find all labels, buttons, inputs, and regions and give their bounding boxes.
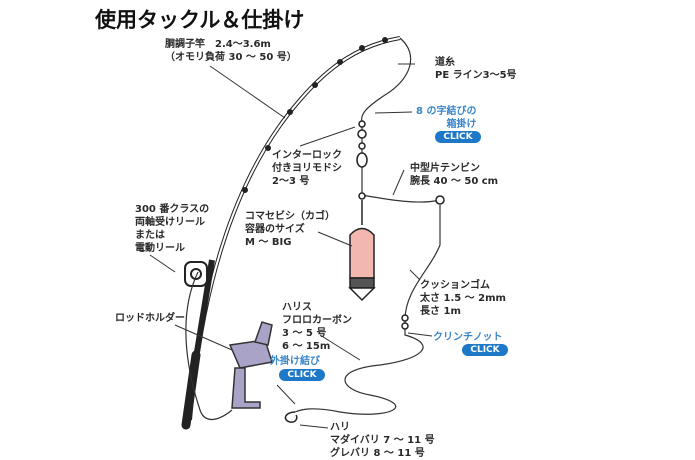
basket-label-line: コマセビシ（カゴ）: [245, 211, 335, 222]
hook-label-line: ハリ: [330, 422, 350, 433]
basket-label: コマセビシ（カゴ） 容器のサイズ M 〜 BIG: [245, 210, 335, 249]
leader-lines: [149, 63, 433, 429]
fishing-rod: [181, 36, 401, 430]
tenbin-label: 中型片テンビン 腕長 40 〜 50 cm: [410, 162, 498, 188]
rod-label-line: 胴調子竿 2.4〜3.6m: [165, 39, 271, 50]
reel-label-line: 両軸受けリール: [135, 217, 205, 228]
swivel-chain: [356, 120, 445, 330]
harisu-label-line: 3 〜 5 号: [282, 328, 327, 339]
sotokake-click-button[interactable]: CLICK: [279, 369, 325, 381]
hook-label: ハリ マダイバリ 7 〜 11 号 グレバリ 8 〜 11 号: [330, 421, 435, 460]
mainline-label-line: PE ライン3〜5号: [435, 70, 517, 81]
harisu-label-line: 6 〜 15m: [282, 341, 331, 352]
hook-label-line: マダイバリ 7 〜 11 号: [330, 435, 435, 446]
komase-basket: [348, 200, 376, 302]
basket-label-line: M 〜 BIG: [245, 237, 292, 248]
cushion-label-line: 太さ 1.5 〜 2mm: [420, 293, 506, 304]
swivel-label: インターロック 付きヨリモドシ 2〜3 号: [272, 149, 342, 188]
reel-label-line: または: [135, 230, 165, 241]
mainline-label-line: 道糸: [435, 57, 455, 68]
reel-label-line: 電動リール: [135, 243, 185, 254]
basket-label-line: 容器のサイズ: [245, 224, 305, 235]
rod-label: 胴調子竿 2.4〜3.6m （オモリ負荷 30 〜 50 号）: [165, 38, 297, 64]
rod-label-line: （オモリ負荷 30 〜 50 号）: [165, 52, 297, 63]
tenbin-label-line: 中型片テンビン: [410, 163, 480, 174]
figure8-label-line: 箱掛け: [446, 119, 477, 130]
clinch-click-button[interactable]: CLICK: [462, 344, 508, 356]
rod-holder: [228, 321, 273, 409]
sotokake-knot-link[interactable]: 外掛け結び: [270, 356, 320, 367]
figure8-knot-link[interactable]: 8 の字結びの 箱掛け: [416, 105, 476, 131]
page-title: 使用タックル＆仕掛け: [95, 8, 305, 32]
figure8-label-line: 8 の字結びの: [416, 106, 477, 117]
harisu-label: ハリス フロロカーボン 3 〜 5 号 6 〜 15m: [282, 301, 352, 353]
cushion-label: クッションゴム 太さ 1.5 〜 2mm 長さ 1m: [420, 279, 506, 318]
reel: [184, 261, 208, 287]
tenbin-label-line: 腕長 40 〜 50 cm: [410, 176, 499, 187]
clinch-knot-link[interactable]: クリンチノット: [433, 332, 503, 343]
reel-label: 300 番クラスの 両軸受けリール または 電動リール: [135, 203, 209, 255]
mainline-label: 道糸 PE ライン3〜5号: [435, 56, 517, 82]
swivel-label-line: 付きヨリモドシ: [272, 163, 342, 174]
figure8-click-button[interactable]: CLICK: [435, 131, 481, 143]
cushion-label-line: クッションゴム: [420, 280, 490, 291]
holder-label: ロッドホルダー: [115, 313, 185, 324]
rod-guides: [242, 37, 388, 193]
reel-label-line: 300 番クラスの: [135, 204, 210, 215]
cushion-label-line: 長さ 1m: [420, 306, 461, 317]
swivel-label-line: 2〜3 号: [272, 176, 310, 187]
harisu-label-line: フロロカーボン: [282, 315, 352, 326]
swivel-label-line: インターロック: [272, 150, 342, 161]
hook-label-line: グレバリ 8 〜 11 号: [330, 448, 425, 459]
harisu-label-line: ハリス: [282, 302, 312, 313]
hook: [284, 411, 298, 423]
